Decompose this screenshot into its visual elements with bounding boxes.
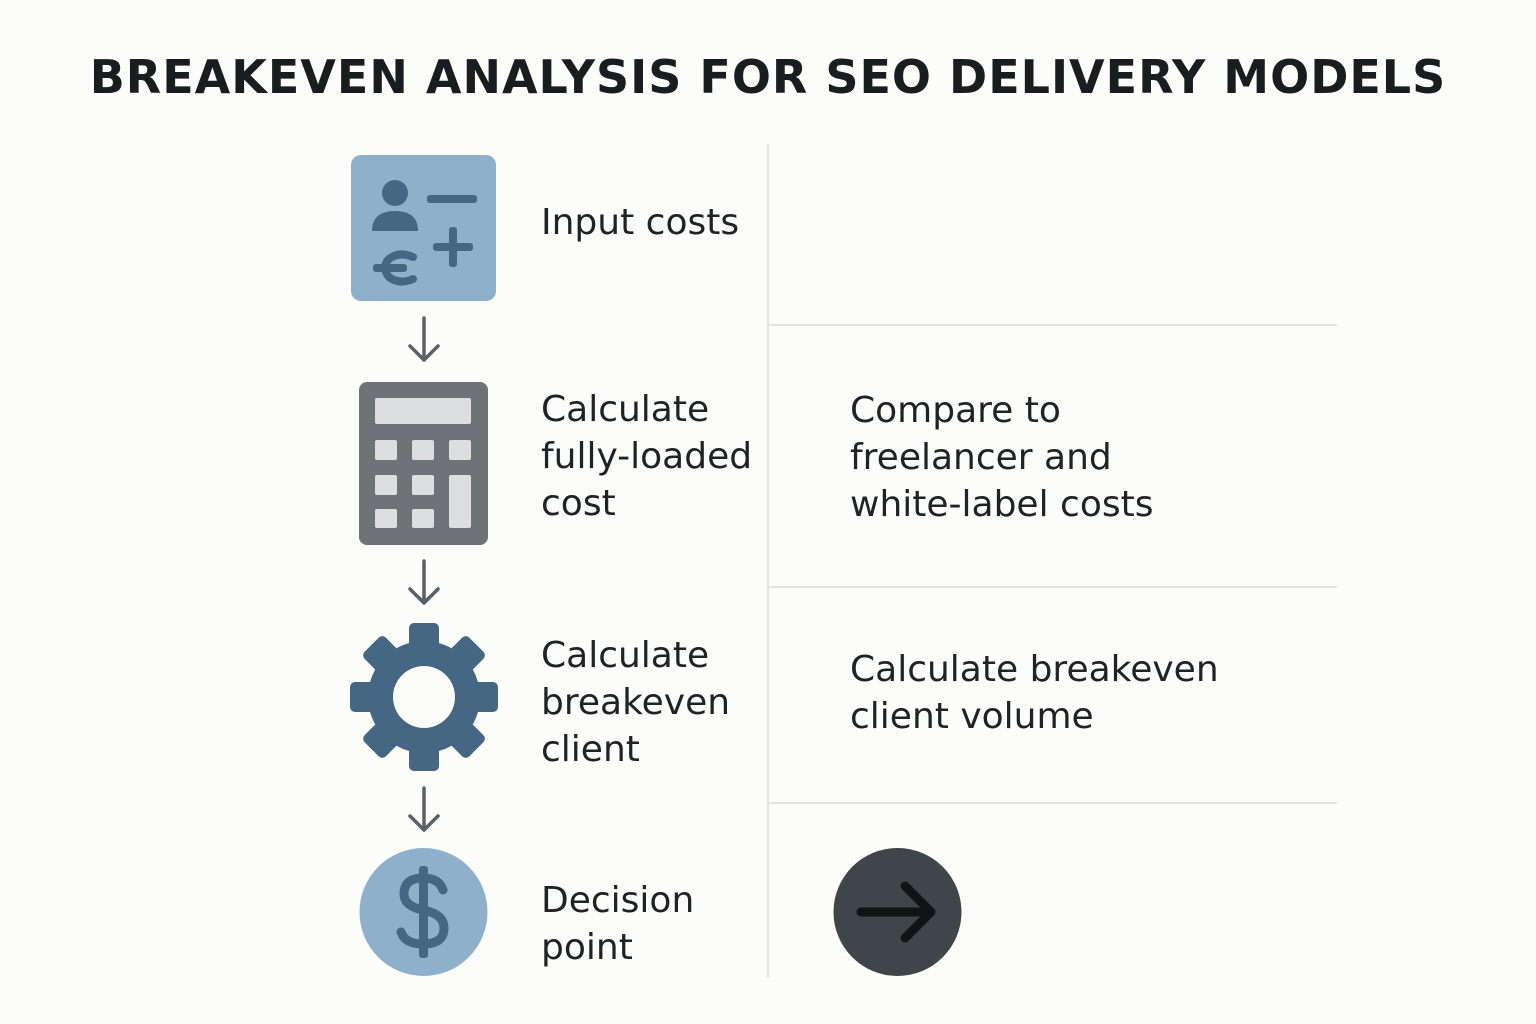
arrow-down-icon xyxy=(408,316,440,362)
arrow-right-icon xyxy=(833,848,962,976)
row-divider-2 xyxy=(769,586,1337,588)
arrow-down-icon xyxy=(408,559,440,605)
right-label-compare-costs: Compare to freelancer and white-label co… xyxy=(850,390,1154,525)
gear-icon xyxy=(350,623,498,771)
step-label-input-costs: Input costs xyxy=(541,202,740,243)
right-label-breakeven-volume: Calculate breakeven client volume xyxy=(850,649,1219,737)
vertical-divider xyxy=(767,144,769,978)
step-label-breakeven-client: Calculate breakeven client xyxy=(541,635,731,770)
row-divider-1 xyxy=(769,324,1337,326)
dollar-icon xyxy=(359,848,488,976)
calculator-icon xyxy=(359,382,488,545)
step-label-fully-loaded-cost: Calculate fully-loaded cost xyxy=(541,389,753,524)
page-title: BREAKEVEN ANALYSIS FOR SEO DELIVERY MODE… xyxy=(89,50,1447,104)
cost-inputs-icon xyxy=(351,155,496,301)
arrow-down-icon xyxy=(408,786,440,832)
row-divider-3 xyxy=(769,802,1337,804)
step-label-decision-point: Decision point xyxy=(541,880,695,968)
